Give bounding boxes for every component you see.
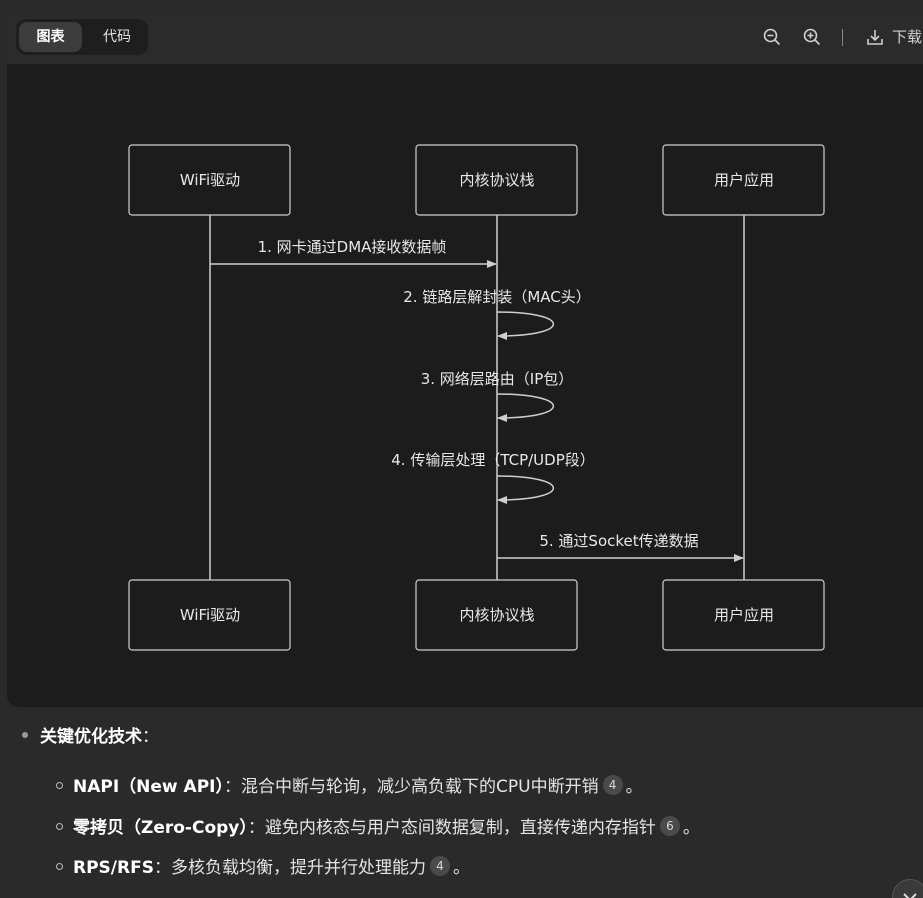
message-label-2: 2. 链路层解封装（MAC头） xyxy=(403,288,591,306)
message-arrow-2 xyxy=(496,311,555,340)
item-sep: ： xyxy=(224,777,241,797)
citation-badge[interactable]: 6 xyxy=(659,816,680,836)
item-sep: ： xyxy=(153,858,171,878)
tab-chart[interactable]: 图表 xyxy=(19,22,82,52)
bullet-ring xyxy=(56,822,63,830)
participant-label: 用户应用 xyxy=(714,606,774,624)
participant-label: 内核协议栈 xyxy=(459,171,534,189)
participant-top-wifi-driver: WiFi驱动 xyxy=(128,144,291,216)
download-button[interactable] xyxy=(864,26,886,48)
zoom-out-icon xyxy=(763,28,781,46)
scroll-down-button[interactable] xyxy=(892,879,923,898)
item-tail: 。 xyxy=(625,777,643,797)
tab-code[interactable]: 代码 xyxy=(103,29,131,45)
participant-bottom-kernel-stack: 内核协议栈 xyxy=(415,579,578,651)
citation-badge[interactable]: 4 xyxy=(602,775,623,795)
item-text: 避免内核态与用户态间数据复制，直接传递内存指针 xyxy=(264,818,656,838)
bullet-ring xyxy=(56,781,63,789)
zoom-in-button[interactable] xyxy=(801,26,823,48)
message-arrow-3 xyxy=(496,393,555,422)
item-term: 零拷贝（Zero-Copy） xyxy=(73,818,248,838)
participant-bottom-wifi-driver: WiFi驱动 xyxy=(128,579,291,651)
message-label-4: 4. 传输层处理（TCP/UDP段） xyxy=(391,451,595,469)
item-tail: 。 xyxy=(682,818,700,838)
download-icon xyxy=(867,30,883,45)
item-tail: 。 xyxy=(452,858,470,878)
item-text: 混合中断与轮询，减少高负载下的CPU中断开销 xyxy=(241,777,599,797)
participant-label: 用户应用 xyxy=(714,171,774,189)
diagram-card: 图表 代码 xyxy=(7,12,923,707)
heading-text: 关键优化技术 xyxy=(40,727,142,747)
bullet-ring xyxy=(56,862,63,870)
zoom-out-button[interactable] xyxy=(761,26,783,48)
participant-label: WiFi驱动 xyxy=(180,606,240,624)
message-label-1: 1. 网卡通过DMA接收数据帧 xyxy=(258,238,447,256)
participant-top-user-app: 用户应用 xyxy=(662,144,825,216)
item-sep: ： xyxy=(247,818,265,838)
participant-label: 内核协议栈 xyxy=(459,606,534,624)
heading-colon: ： xyxy=(142,727,159,747)
chevron-down-icon xyxy=(903,893,917,898)
message-label-3: 3. 网络层路由（IP包） xyxy=(421,370,574,388)
citation-badge[interactable]: 4 xyxy=(429,856,450,876)
toolbar-divider xyxy=(842,29,843,46)
item-text: 多核负载均衡，提升并行处理能力 xyxy=(170,858,426,878)
item-term: RPS/RFS xyxy=(73,858,154,878)
participant-bottom-user-app: 用户应用 xyxy=(662,579,825,651)
participant-top-kernel-stack: 内核协议栈 xyxy=(415,144,578,216)
list-heading: 关键优化技术： xyxy=(22,722,159,747)
download-label[interactable]: 下载 xyxy=(892,28,923,46)
bullet-dot xyxy=(22,732,28,738)
message-label-5: 5. 通过Socket传递数据 xyxy=(539,532,698,550)
participant-label: WiFi驱动 xyxy=(180,171,240,189)
card-toolbar: 图表 代码 xyxy=(7,12,923,64)
sequence-diagram: WiFi驱动 内核协议栈 用户应用 1. 网卡通过DMA接收数据帧 2. 链路层… xyxy=(128,144,825,651)
view-tab-group: 图表 代码 xyxy=(16,19,148,55)
zoom-in-icon xyxy=(803,28,821,46)
item-term: NAPI（New API） xyxy=(73,777,224,797)
message-arrow-4 xyxy=(496,475,555,504)
